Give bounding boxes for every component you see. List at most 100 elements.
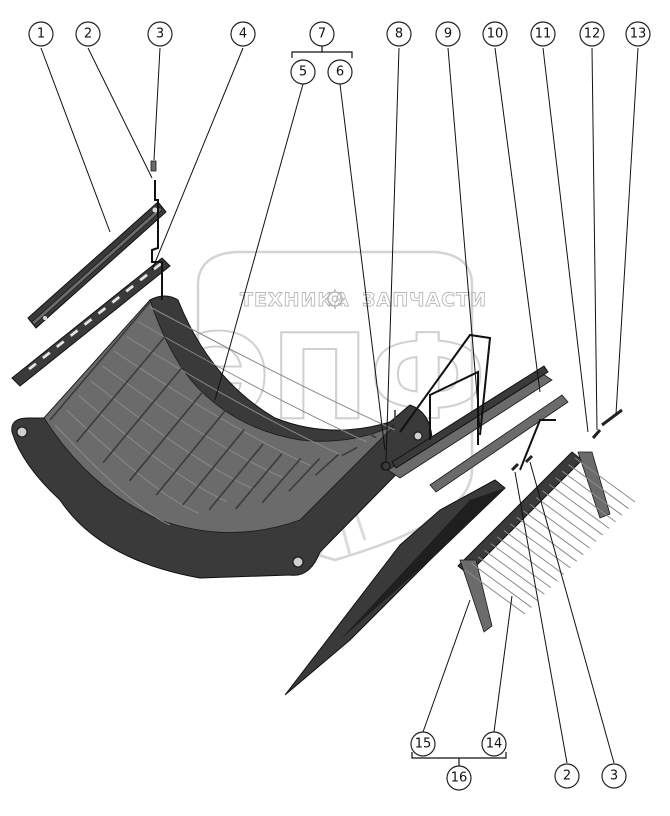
callout-5: 5: [290, 59, 316, 85]
strip-slot: [97, 306, 107, 316]
concave-frame: [11, 295, 433, 579]
bolt-3b: [524, 454, 534, 464]
sieve-rib: [149, 306, 396, 431]
svg-text:8: 8: [395, 27, 403, 42]
nut-8: [381, 461, 391, 471]
bolt-3: [150, 160, 157, 172]
callout-14: 14: [481, 731, 507, 757]
comb-tooth: [471, 563, 532, 608]
strip-slot: [124, 284, 135, 293]
sieve-crossbar: [261, 457, 302, 504]
fasteners: [150, 160, 623, 472]
sieve-rib: [137, 321, 368, 443]
svg-text:3: 3: [610, 769, 618, 784]
comb-tooth: [484, 549, 545, 595]
svg-text:10: 10: [487, 27, 504, 42]
watermark-right-text: ЗАПЧАСТИ: [362, 289, 487, 311]
bracket-7: [291, 45, 353, 58]
callout-1: 1: [28, 21, 54, 47]
comb-tooth: [568, 464, 629, 509]
comb-tooth: [509, 523, 571, 569]
callout-13: 13: [625, 21, 651, 47]
sieve-crossbar: [341, 446, 358, 457]
sieve-rib: [54, 424, 171, 526]
comb-tooth: [529, 503, 591, 549]
comb-tooth: [497, 536, 558, 582]
bolt-2b: [510, 462, 520, 472]
sieve-rib: [102, 365, 283, 478]
comb-tooth: [503, 530, 565, 575]
comb-tooth: [490, 543, 552, 589]
sieve-rib: [90, 380, 255, 490]
sieve-rib: [114, 350, 311, 467]
callout-15: 15: [410, 731, 436, 757]
callout-2-lower: 2: [554, 763, 580, 789]
svg-text:7: 7: [318, 27, 326, 42]
svg-text:15: 15: [415, 737, 432, 752]
callout-6: 6: [327, 59, 353, 85]
sieve-crossbar: [75, 331, 170, 443]
callout-11: 11: [530, 21, 556, 47]
strip-slot: [69, 328, 79, 338]
callout-10: 10: [482, 21, 508, 47]
callout-8: 8: [386, 21, 412, 47]
svg-text:14: 14: [486, 737, 503, 752]
svg-text:13: 13: [630, 27, 647, 42]
sieve-crossbar: [102, 360, 189, 464]
callout-2: 2: [75, 21, 101, 47]
sieve-crossbar: [182, 429, 245, 506]
bolt-13: [601, 408, 623, 427]
svg-text:4: 4: [239, 27, 247, 42]
svg-text:6: 6: [336, 65, 344, 80]
strip-slot: [111, 295, 121, 304]
comb-tooth: [548, 483, 610, 529]
sieve-rib: [66, 409, 199, 514]
svg-text:3: 3: [156, 27, 164, 42]
strip-slot: [83, 317, 93, 327]
sieve-crossbar: [208, 443, 264, 511]
strip-slot: [41, 351, 52, 360]
callout-4: 4: [230, 21, 256, 47]
svg-text:9: 9: [444, 27, 452, 42]
comb-tooth: [555, 477, 616, 523]
sieve-crossbar: [368, 432, 377, 439]
nut-12: [591, 429, 602, 439]
comb-tooth: [574, 457, 636, 503]
gear-icon: [325, 289, 345, 309]
strip-slot: [27, 362, 38, 371]
callout-3-lower: 3: [601, 763, 627, 789]
leader-lines: [40, 47, 639, 764]
sieve-rib: [125, 336, 339, 455]
svg-text:12: 12: [584, 27, 601, 42]
callout-3: 3: [147, 21, 173, 47]
strip-slot: [138, 273, 149, 282]
comb-tooth: [516, 516, 578, 562]
part-9-10-long-bars: [387, 365, 569, 493]
comb-tooth: [561, 470, 623, 516]
svg-text:2: 2: [563, 769, 571, 784]
comb-tooth: [477, 556, 539, 602]
callout-12: 12: [579, 21, 605, 47]
part-16-comb-assembly: [457, 451, 636, 633]
comb-tooth: [464, 569, 526, 615]
apron-plate: [284, 479, 506, 696]
part-1-cover-plate: [27, 201, 167, 329]
watermark-left-text: ТЕХНИКА: [240, 289, 350, 311]
sieve-crossbar: [288, 457, 321, 492]
bracket-16: [411, 752, 507, 766]
callout-9: 9: [435, 21, 461, 47]
strip-slot: [55, 339, 65, 349]
sieve-crossbar: [314, 453, 339, 476]
comb-tooth: [522, 510, 584, 556]
comb-tooth: [542, 490, 603, 536]
callout-7: 7: [309, 21, 335, 47]
part-4-slotted-strip: [11, 257, 171, 387]
sieve-crossbar: [235, 453, 283, 510]
callout-16: 16: [446, 765, 472, 791]
sieve-crossbar: [128, 386, 208, 482]
sieve-crossbar: [155, 409, 227, 496]
comb-tooth: [535, 497, 597, 542]
svg-text:5: 5: [299, 65, 307, 80]
svg-text:1: 1: [37, 27, 45, 42]
